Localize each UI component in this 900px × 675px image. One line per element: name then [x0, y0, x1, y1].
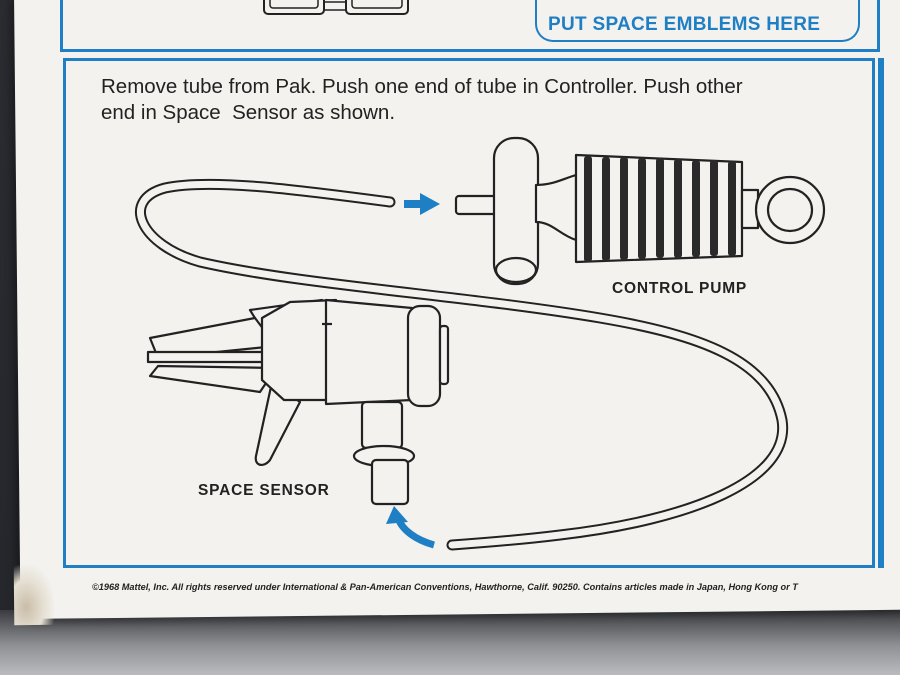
instruction-text: Remove tube from Pak. Push one end of tu… — [101, 74, 861, 126]
instruction-line-1: Remove tube from Pak. Push one end of tu… — [101, 75, 743, 98]
tube-illustration — [135, 178, 789, 551]
instructions-panel — [63, 58, 875, 568]
instruction-line-2: end in Space Sensor as shown. — [101, 101, 396, 124]
table-surface — [0, 610, 900, 675]
control-pump-label: CONTROL PUMP — [612, 280, 748, 297]
emblem-label: PUT SPACE EMBLEMS HERE — [548, 14, 821, 35]
control-pump-illustration — [454, 136, 826, 286]
copyright-notice: ©1968 Mattel, Inc. All rights reserved u… — [92, 582, 798, 592]
space-sensor-illustration — [146, 298, 450, 506]
curved-arrow-icon — [386, 506, 436, 549]
upper-panel-frame — [60, 0, 880, 52]
space-sensor-label: SPACE SENSOR — [198, 482, 330, 499]
panel-edge-stripe — [878, 58, 884, 568]
arrow-right-icon — [404, 193, 440, 215]
toy-part-illustration — [263, 0, 409, 15]
emblem-area — [535, 0, 860, 42]
